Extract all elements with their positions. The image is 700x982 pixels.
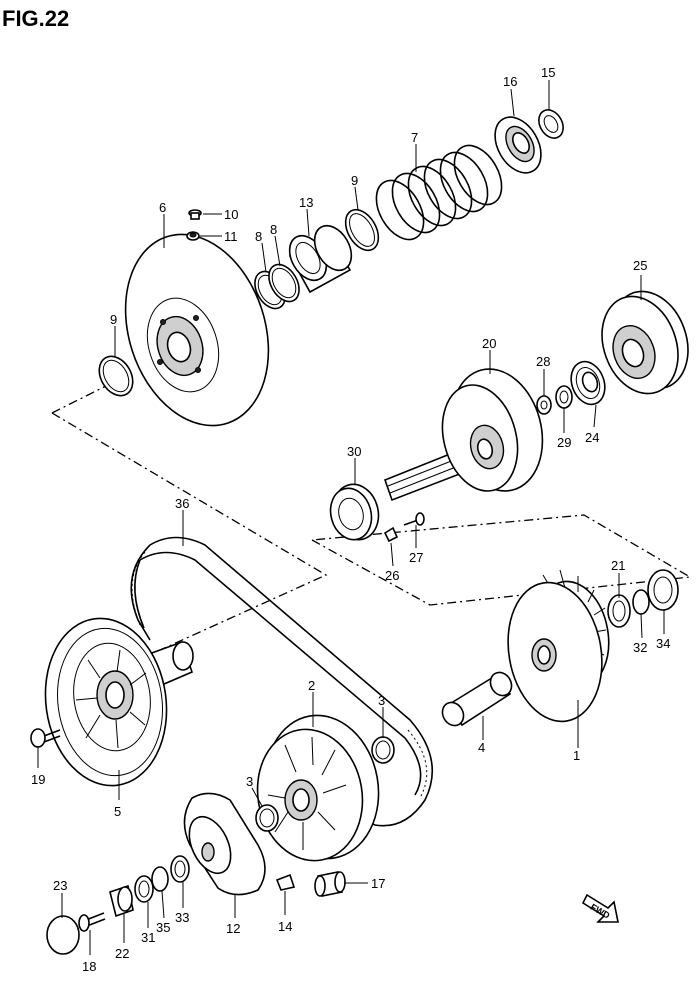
- callout-33: 33: [175, 910, 189, 925]
- callout-8-b: 8: [270, 222, 277, 237]
- callout-5: 5: [114, 804, 121, 819]
- callout-27: 27: [409, 550, 423, 565]
- part-28-nut: [536, 395, 552, 415]
- callout-28: 28: [536, 354, 550, 369]
- part-24-bearing: [570, 360, 606, 406]
- callout-20: 20: [482, 336, 496, 351]
- part-30-bearing: [329, 483, 380, 541]
- part-10-pin: [188, 209, 202, 220]
- callout-19: 19: [31, 772, 45, 787]
- part-23-cap: [46, 915, 80, 955]
- part-3-roller-upper: [371, 736, 395, 764]
- callout-34: 34: [656, 636, 670, 651]
- part-21-ring: [607, 594, 631, 628]
- callout-18: 18: [82, 959, 96, 974]
- fwd-arrow-icon: FWD: [581, 893, 619, 923]
- callout-16: 16: [503, 74, 517, 89]
- callout-25: 25: [633, 258, 647, 273]
- callout-13: 13: [299, 195, 313, 210]
- callout-6: 6: [159, 200, 166, 215]
- part-3-roller-lower: [255, 804, 279, 832]
- callout-1: 1: [573, 748, 580, 763]
- callout-8-a: 8: [255, 229, 262, 244]
- part-8-ring-b: [268, 263, 300, 303]
- callout-labels: 1 2 3 3 4 5 6 7 8 8 9 9 10 11 12 13 14 1…: [31, 65, 670, 974]
- part-36-drive-belt: [130, 536, 433, 827]
- part-32-o-ring: [632, 589, 650, 615]
- callout-30: 30: [347, 444, 361, 459]
- part-33-washer: [170, 855, 190, 883]
- part-7-spring: [375, 144, 503, 241]
- part-11-washer: [186, 231, 200, 241]
- part-26-washer: [383, 526, 399, 543]
- callout-21: 21: [611, 558, 625, 573]
- callout-11: 11: [224, 229, 238, 244]
- callout-9-upper: 9: [351, 173, 358, 188]
- callout-7: 7: [411, 130, 418, 145]
- part-12-cam-plate: [183, 792, 266, 896]
- callout-24: 24: [585, 430, 599, 445]
- callout-9-left: 9: [110, 312, 117, 327]
- callout-22: 22: [115, 946, 129, 961]
- part-31-washer: [134, 875, 154, 903]
- part-19-bolt: [30, 728, 61, 748]
- part-17-bushing: [314, 871, 346, 897]
- part-34-seal: [647, 569, 679, 611]
- callout-10: 10: [224, 207, 238, 222]
- part-9-ring-left: [98, 355, 134, 397]
- part-4-sleeve: [441, 671, 513, 727]
- callout-29: 29: [557, 435, 571, 450]
- part-18-bolt: [78, 912, 106, 932]
- callout-31: 31: [141, 930, 155, 945]
- part-5-driven-pulley: [44, 617, 194, 787]
- part-14-slider: [275, 873, 296, 891]
- callout-3-upper: 3: [378, 693, 385, 708]
- part-25-clutch-shoe: [601, 290, 689, 395]
- callout-3-lower: 3: [246, 774, 253, 789]
- part-20-clutch-housing: [383, 368, 544, 502]
- figure-title: FIG.22: [2, 6, 69, 31]
- callout-12: 12: [226, 921, 240, 936]
- callout-14: 14: [278, 919, 292, 934]
- part-1-fan-face: [507, 569, 610, 723]
- callout-15: 15: [541, 65, 555, 80]
- part-2-movable-face: [256, 714, 380, 862]
- callout-23: 23: [53, 878, 67, 893]
- callout-32: 32: [633, 640, 647, 655]
- part-35-o-ring: [151, 866, 169, 892]
- callout-2: 2: [308, 678, 315, 693]
- part-16-spring-seat: [494, 116, 542, 174]
- callout-17: 17: [371, 876, 385, 891]
- part-27-screw: [403, 512, 425, 526]
- part-6-drive-face: [124, 233, 270, 427]
- callout-36: 36: [175, 496, 189, 511]
- part-22-nut: [109, 884, 134, 918]
- callout-26: 26: [385, 568, 399, 583]
- leader-lines: [37, 80, 665, 955]
- callout-35: 35: [156, 920, 170, 935]
- part-29-washer: [555, 385, 573, 409]
- part-9-ring-upper: [344, 208, 380, 252]
- part-15-nut: [538, 109, 564, 139]
- part-13-collar: [288, 224, 353, 294]
- callout-4: 4: [478, 740, 485, 755]
